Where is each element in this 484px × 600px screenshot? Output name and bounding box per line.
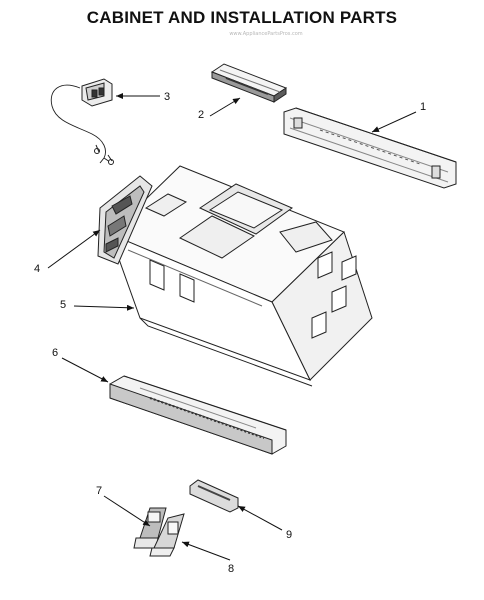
callout-8: 8 xyxy=(228,563,234,575)
callout-6: 6 xyxy=(52,347,58,359)
callout-numbers: 1 2 3 4 5 6 7 8 9 xyxy=(34,91,426,575)
part-7-hinge xyxy=(133,507,167,549)
page-title: CABINET AND INSTALLATION PARTS xyxy=(86,8,398,27)
callout-7: 7 xyxy=(96,485,102,497)
callout-5: 5 xyxy=(60,299,66,311)
part-2-top-vent xyxy=(210,63,288,103)
part-3-power-cord xyxy=(50,78,114,165)
part-1-mounting-rail xyxy=(283,107,457,189)
callout-2: 2 xyxy=(198,109,204,121)
callout-9: 9 xyxy=(286,529,292,541)
callout-3: 3 xyxy=(164,91,170,103)
callout-1: 1 xyxy=(420,101,426,113)
part-4-latch-frame xyxy=(97,175,153,265)
part-6-front-grille xyxy=(109,375,287,455)
callout-leaders xyxy=(47,93,417,561)
part-8-hinge xyxy=(149,513,185,557)
watermark-text: www.AppliancePartsPros.com xyxy=(229,31,303,37)
part-9-bracket xyxy=(189,479,239,513)
callout-4: 4 xyxy=(34,263,40,275)
part-5-cabinet-wrapper xyxy=(109,165,373,387)
